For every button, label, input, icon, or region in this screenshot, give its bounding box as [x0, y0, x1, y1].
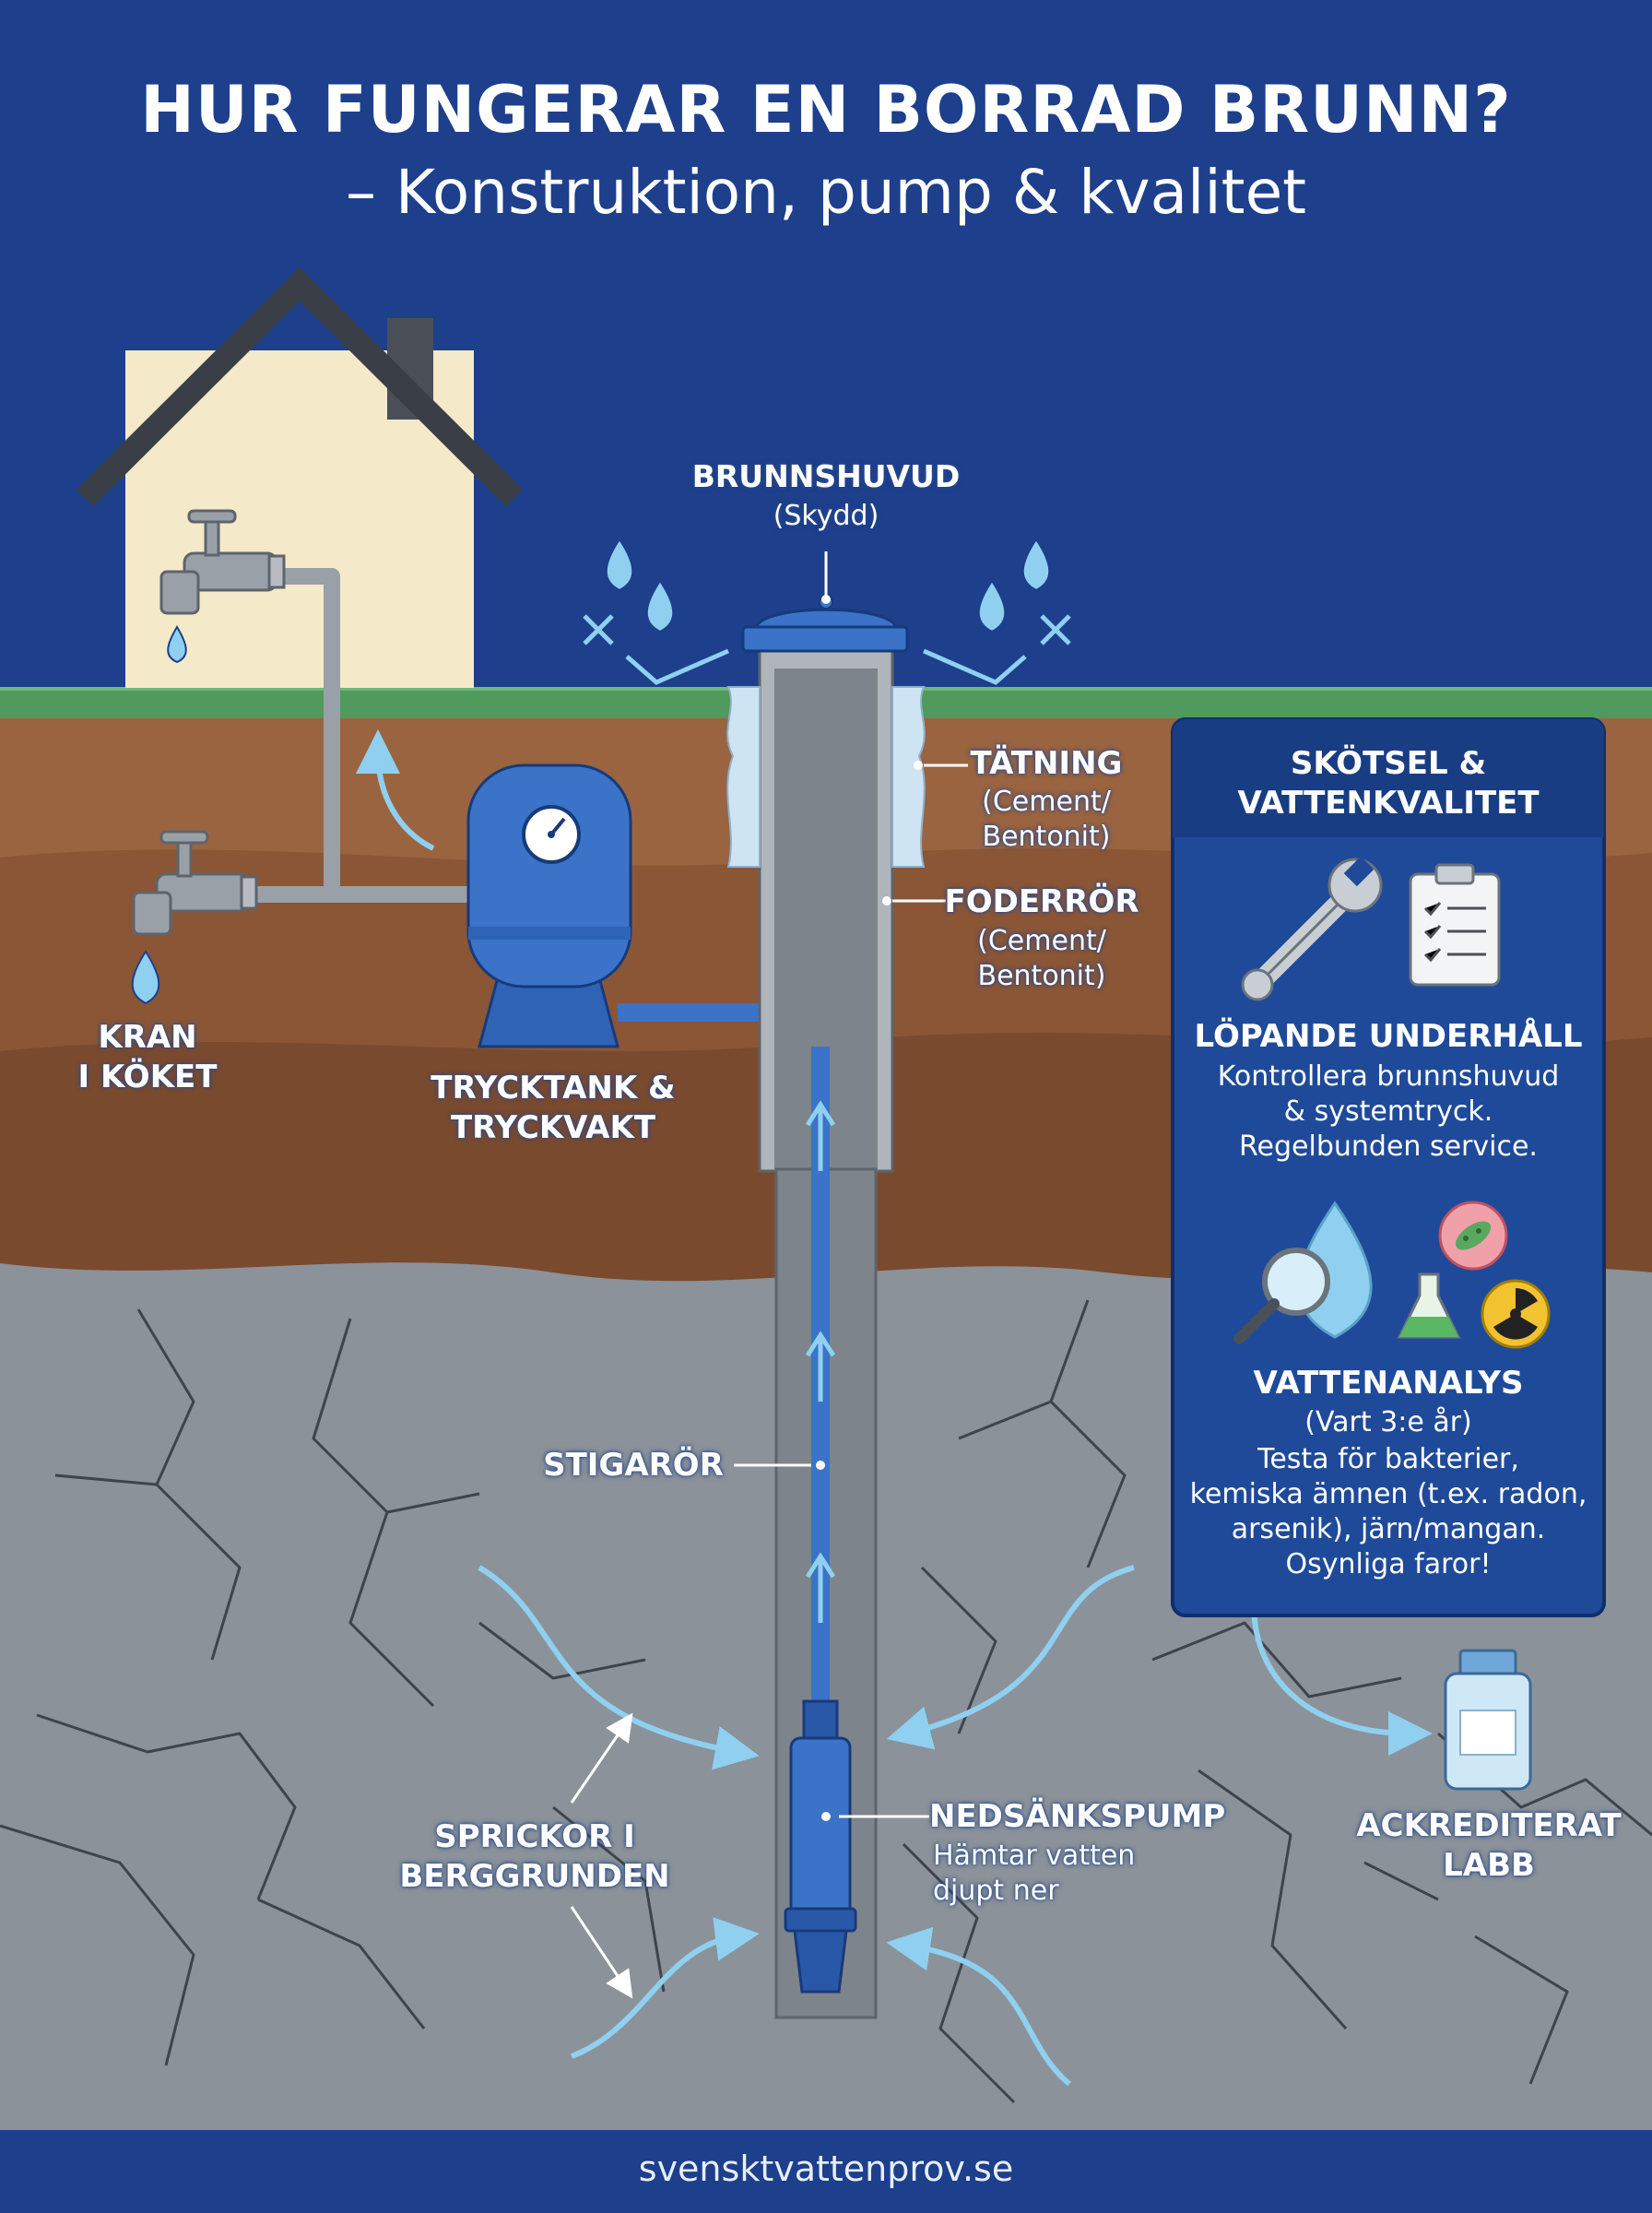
label-trycktank: TRYCKTANK &	[431, 1070, 676, 1106]
maintenance-text-1: Kontrollera brunnshuvud	[1217, 1060, 1560, 1093]
label-sprickor: SPRICKOR I	[434, 1818, 635, 1855]
well-cap-icon	[741, 595, 909, 653]
label-labb: ACKREDITERAT	[1356, 1807, 1622, 1844]
label-trycktank-2: TRYCKVAKT	[450, 1109, 656, 1146]
faucet-icon	[132, 830, 258, 936]
house-icon	[76, 266, 524, 688]
arrow-icon	[805, 1100, 836, 1623]
footer-link[interactable]: svensktvattenprov.se	[638, 2148, 1014, 2189]
wrench-icon	[1241, 856, 1383, 1001]
label-tatning-sub2: Bentonit)	[982, 821, 1111, 853]
label-nedsankspump: NEDSÄNKSPUMP	[929, 1798, 1226, 1835]
arrow-icon	[478, 1565, 1433, 2087]
water-drop-icon	[605, 538, 1051, 633]
label-stigaror: STIGARÖR	[543, 1447, 724, 1484]
rock-cracks	[0, 1299, 1652, 2104]
house-pipe	[235, 568, 479, 903]
seal	[726, 686, 926, 868]
label-nedsankspump-sub2: djupt ner	[933, 1875, 1059, 1907]
label-brunnshuvud-sub: (Skydd)	[773, 500, 879, 532]
sample-bottle-icon	[1444, 1649, 1532, 1791]
analysis-text-4: Osynliga faror!	[1285, 1548, 1492, 1580]
water-drop-icon	[131, 950, 160, 1005]
bacteria-icon	[1438, 1201, 1508, 1271]
page-subtitle: – Konstruktion, pump & kvalitet	[345, 157, 1307, 228]
analysis-sub: (Vart 3:e år)	[1304, 1406, 1472, 1438]
analysis-title: VATTENANALYS	[1253, 1365, 1524, 1402]
submersible-pump-icon	[784, 1699, 857, 1994]
label-tatning: TÄTNING	[970, 745, 1123, 782]
pressure-tank-icon	[466, 763, 632, 1048]
maintenance-title: LÖPANDE UNDERHÅLL	[1194, 1018, 1583, 1055]
label-foderror-sub1: (Cement/	[977, 925, 1106, 957]
analysis-text-2: kemiska ämnen (t.ex. radon,	[1189, 1478, 1587, 1510]
leader-dots	[816, 595, 923, 1821]
label-foderror: FODERRÖR	[944, 883, 1139, 920]
water-drop-icon	[167, 625, 187, 664]
label-kran-2: I KÖKET	[77, 1059, 218, 1095]
label-brunnshuvud: BRUNNSHUVUD	[691, 458, 961, 494]
faucet-icon	[159, 509, 286, 615]
clipboard-icon	[1409, 863, 1501, 987]
label-kran: KRAN	[98, 1019, 197, 1056]
label-foderror-sub2: Bentonit)	[977, 960, 1106, 992]
leader-lines	[734, 551, 968, 1818]
footer-band	[0, 2130, 1652, 2213]
arrow-icon	[570, 1712, 633, 1999]
radiation-icon	[1481, 1279, 1551, 1349]
label-labb-2: LABB	[1443, 1847, 1535, 1884]
magnifier-icon	[1233, 1248, 1330, 1344]
analysis-text-3: arsenik), järn/mangan.	[1231, 1513, 1546, 1545]
arrow-icon	[625, 648, 1027, 685]
page-title: HUR FUNGERAR EN BORRAD BRUNN?	[140, 72, 1512, 148]
cross-icon	[583, 614, 1071, 645]
maintenance-text-2: & systemtryck.	[1283, 1095, 1493, 1128]
arrow-icon	[356, 729, 435, 851]
label-sprickor-2: BERGGRUNDEN	[399, 1858, 670, 1895]
label-nedsankspump-sub1: Hämtar vatten	[933, 1840, 1136, 1872]
panel-heading: SKÖTSEL &	[1290, 745, 1487, 782]
flask-icon	[1397, 1272, 1461, 1339]
gauge-icon	[522, 805, 581, 864]
panel-heading-2: VATTENKVALITET	[1237, 785, 1540, 822]
label-tatning-sub1: (Cement/	[982, 786, 1111, 818]
maintenance-text-3: Regelbunden service.	[1239, 1130, 1538, 1163]
analysis-text-1: Testa för bakterier,	[1257, 1443, 1519, 1475]
